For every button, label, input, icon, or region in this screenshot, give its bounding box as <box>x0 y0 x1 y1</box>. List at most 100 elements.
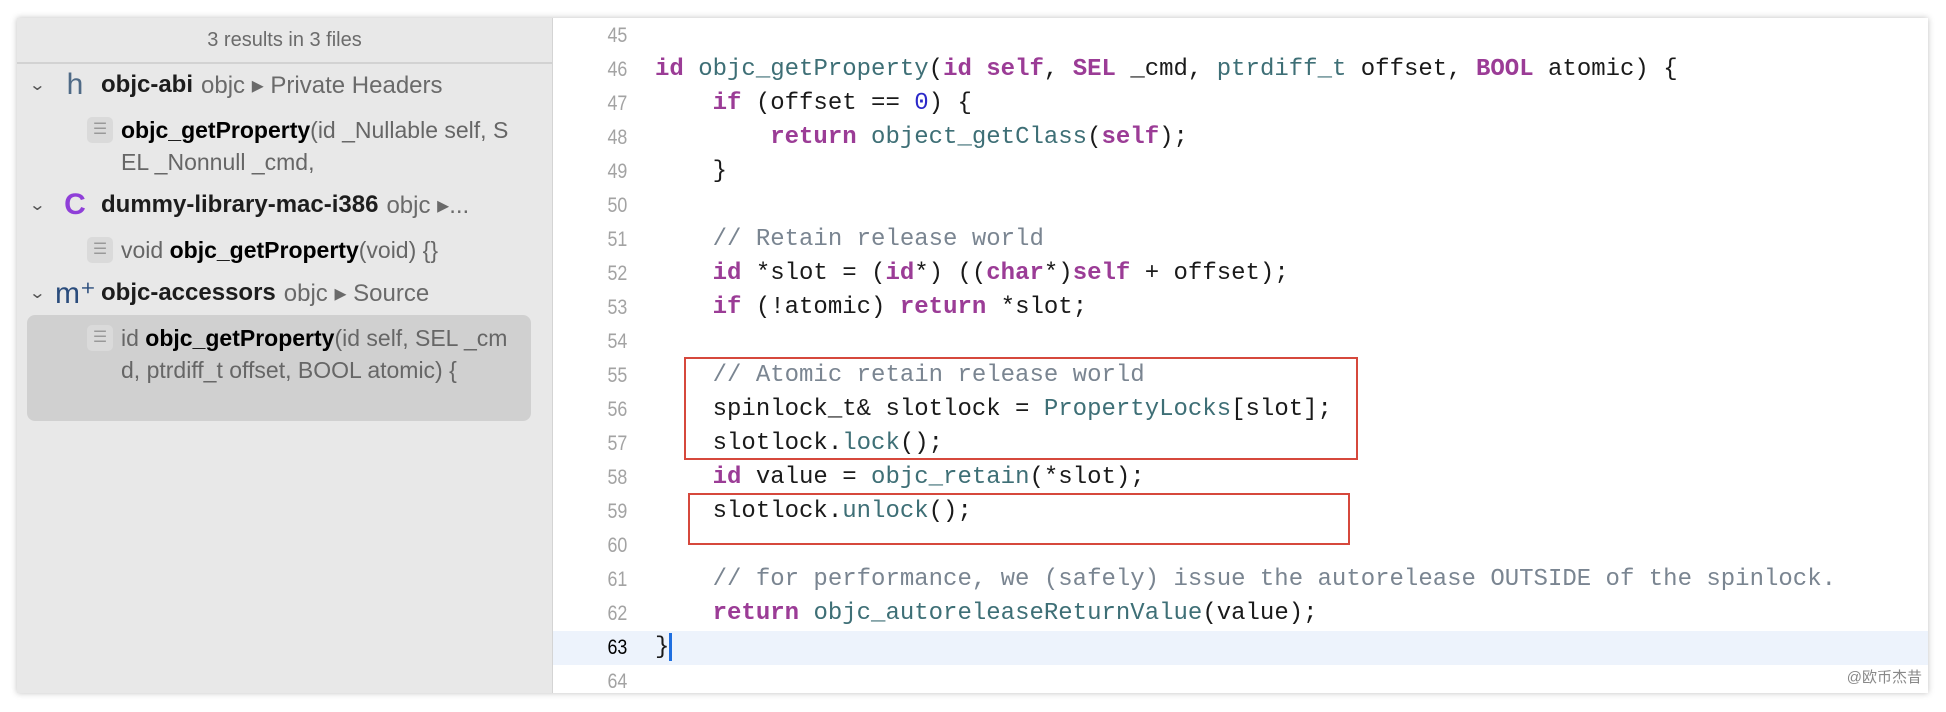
token-p: ); <box>1159 124 1188 151</box>
line-number: 53 <box>607 296 627 319</box>
token-p <box>655 260 713 287</box>
results-summary: 3 results in 3 files <box>17 18 552 64</box>
token-fn: objc_retain <box>871 464 1030 491</box>
token-p: (*slot); <box>1029 464 1145 491</box>
file-group-objc-abi[interactable]: ⌄ h objc-abi objc ▸ Private Headers <box>17 65 443 105</box>
result-prefix: void <box>121 237 170 263</box>
token-kw: if <box>712 90 742 117</box>
token-p: atomic) { <box>1533 56 1678 83</box>
token-fn: objc_getProperty <box>698 56 929 83</box>
code-line[interactable]: 50 <box>553 189 1928 223</box>
result-suffix: (id _Nullable self, SEL _Nonnull _cmd, <box>121 117 509 175</box>
token-fn: lock <box>842 430 900 457</box>
code-line[interactable]: 51 // Retain release world <box>553 223 1928 257</box>
line-number: 47 <box>607 92 627 115</box>
line-number: 57 <box>607 432 627 455</box>
code-line[interactable]: 45 <box>553 19 1928 53</box>
token-fn: unlock <box>842 498 929 525</box>
token-cm: // Retain release world <box>712 226 1044 253</box>
line-number: 52 <box>607 262 627 285</box>
chevron-down-icon[interactable]: ⌄ <box>28 77 47 94</box>
search-result-3-selected[interactable]: ☰ id objc_getProperty(id self, SEL _cmd,… <box>87 322 517 386</box>
annotation-box-lock <box>684 357 1358 460</box>
code-text: return object_getClass(self); <box>655 121 1188 155</box>
code-line[interactable]: 47 if (offset == 0) { <box>553 87 1928 121</box>
code-text: // Retain release world <box>655 223 1044 257</box>
token-kw: self <box>1101 124 1160 151</box>
token-p: value = <box>741 464 872 491</box>
chevron-down-icon[interactable]: ⌄ <box>28 197 47 214</box>
code-line[interactable]: 58 id value = objc_retain(*slot); <box>553 461 1928 495</box>
line-number: 49 <box>607 160 627 183</box>
token-p: spinlock_t& slotlock = <box>655 396 1044 423</box>
code-line[interactable]: 61 // for performance, we (safely) issue… <box>553 563 1928 597</box>
result-lines-icon: ☰ <box>87 117 113 143</box>
annotation-box-unlock <box>688 493 1350 545</box>
token-p <box>655 566 713 593</box>
token-p <box>655 226 713 253</box>
code-line[interactable]: 64 <box>553 665 1928 693</box>
token-p <box>655 90 713 117</box>
token-kw: char <box>986 260 1044 287</box>
xcode-window: 3 results in 3 files ⌄ h objc-abi objc ▸… <box>17 18 1928 693</box>
code-line[interactable]: 55 // Atomic retain release world <box>553 359 1928 393</box>
line-number: 58 <box>607 466 627 489</box>
token-p <box>655 124 770 151</box>
line-number: 55 <box>607 364 627 387</box>
code-text: id value = objc_retain(*slot); <box>655 461 1145 495</box>
token-kw: return <box>899 294 987 321</box>
token-p: _cmd, <box>1115 56 1217 83</box>
file-path: objc ▸ Source <box>283 279 430 307</box>
file-path: objc ▸... <box>386 191 470 219</box>
token-p: ) { <box>928 90 972 117</box>
line-number: 64 <box>607 670 627 693</box>
token-kw: id <box>885 260 915 287</box>
code-line[interactable]: 63} <box>553 631 1928 665</box>
token-p: *) <box>1043 260 1073 287</box>
code-line[interactable]: 62 return objc_autoreleaseReturnValue(va… <box>553 597 1928 631</box>
code-text: // for performance, we (safely) issue th… <box>655 563 1836 597</box>
token-fn: object_getClass <box>871 124 1088 151</box>
code-line[interactable]: 48 return object_getClass(self); <box>553 121 1928 155</box>
code-line[interactable]: 54 <box>553 325 1928 359</box>
code-line[interactable]: 57 slotlock.lock(); <box>553 427 1928 461</box>
token-p: } <box>655 158 728 185</box>
line-number: 45 <box>607 24 627 47</box>
code-line[interactable]: 53 if (!atomic) return *slot; <box>553 291 1928 325</box>
token-p: (!atomic) <box>741 294 900 321</box>
code-text: } <box>655 631 673 665</box>
file-group-objc-accessors[interactable]: ⌄ m⁺ objc-accessors objc ▸ Source <box>17 273 430 313</box>
line-number: 62 <box>607 602 627 625</box>
find-navigator: 3 results in 3 files ⌄ h objc-abi objc ▸… <box>17 18 553 693</box>
token-p: (); <box>928 498 972 525</box>
search-result-1[interactable]: ☰ objc_getProperty(id _Nullable self, SE… <box>87 114 517 178</box>
file-group-dummy-library[interactable]: ⌄ C dummy-library-mac-i386 objc ▸... <box>17 185 470 225</box>
watermark: @欧币杰昔 <box>1846 669 1922 686</box>
code-line[interactable]: 49 } <box>553 155 1928 189</box>
code-line[interactable]: 52 id *slot = (id*) ((char*)self + offse… <box>553 257 1928 291</box>
line-number: 50 <box>607 194 627 217</box>
line-number: 63 <box>607 636 627 659</box>
result-suffix: (void) {} <box>358 237 439 263</box>
c-file-icon: C <box>64 188 86 221</box>
objcpp-file-icon: m⁺ <box>55 276 96 310</box>
token-kw: self <box>986 56 1044 83</box>
code-line[interactable]: 56 spinlock_t& slotlock = PropertyLocks[… <box>553 393 1928 427</box>
token-p: ( <box>1087 124 1102 151</box>
code-text: } <box>655 155 727 189</box>
token-p <box>857 124 871 151</box>
result-match: objc_getProperty <box>145 325 335 351</box>
search-result-2[interactable]: ☰ void objc_getProperty(void) {} <box>87 234 517 266</box>
code-line[interactable]: 60 <box>553 529 1928 563</box>
chevron-down-icon[interactable]: ⌄ <box>28 285 47 302</box>
result-match: objc_getProperty <box>121 117 311 143</box>
code-line[interactable]: 59 slotlock.unlock(); <box>553 495 1928 529</box>
token-fn: PropertyLocks <box>1043 396 1232 423</box>
file-name: objc-accessors <box>101 279 276 306</box>
token-p: *slot; <box>986 294 1088 321</box>
token-p <box>655 600 713 627</box>
token-p: [slot]; <box>1231 396 1332 423</box>
token-p: } <box>655 634 670 661</box>
